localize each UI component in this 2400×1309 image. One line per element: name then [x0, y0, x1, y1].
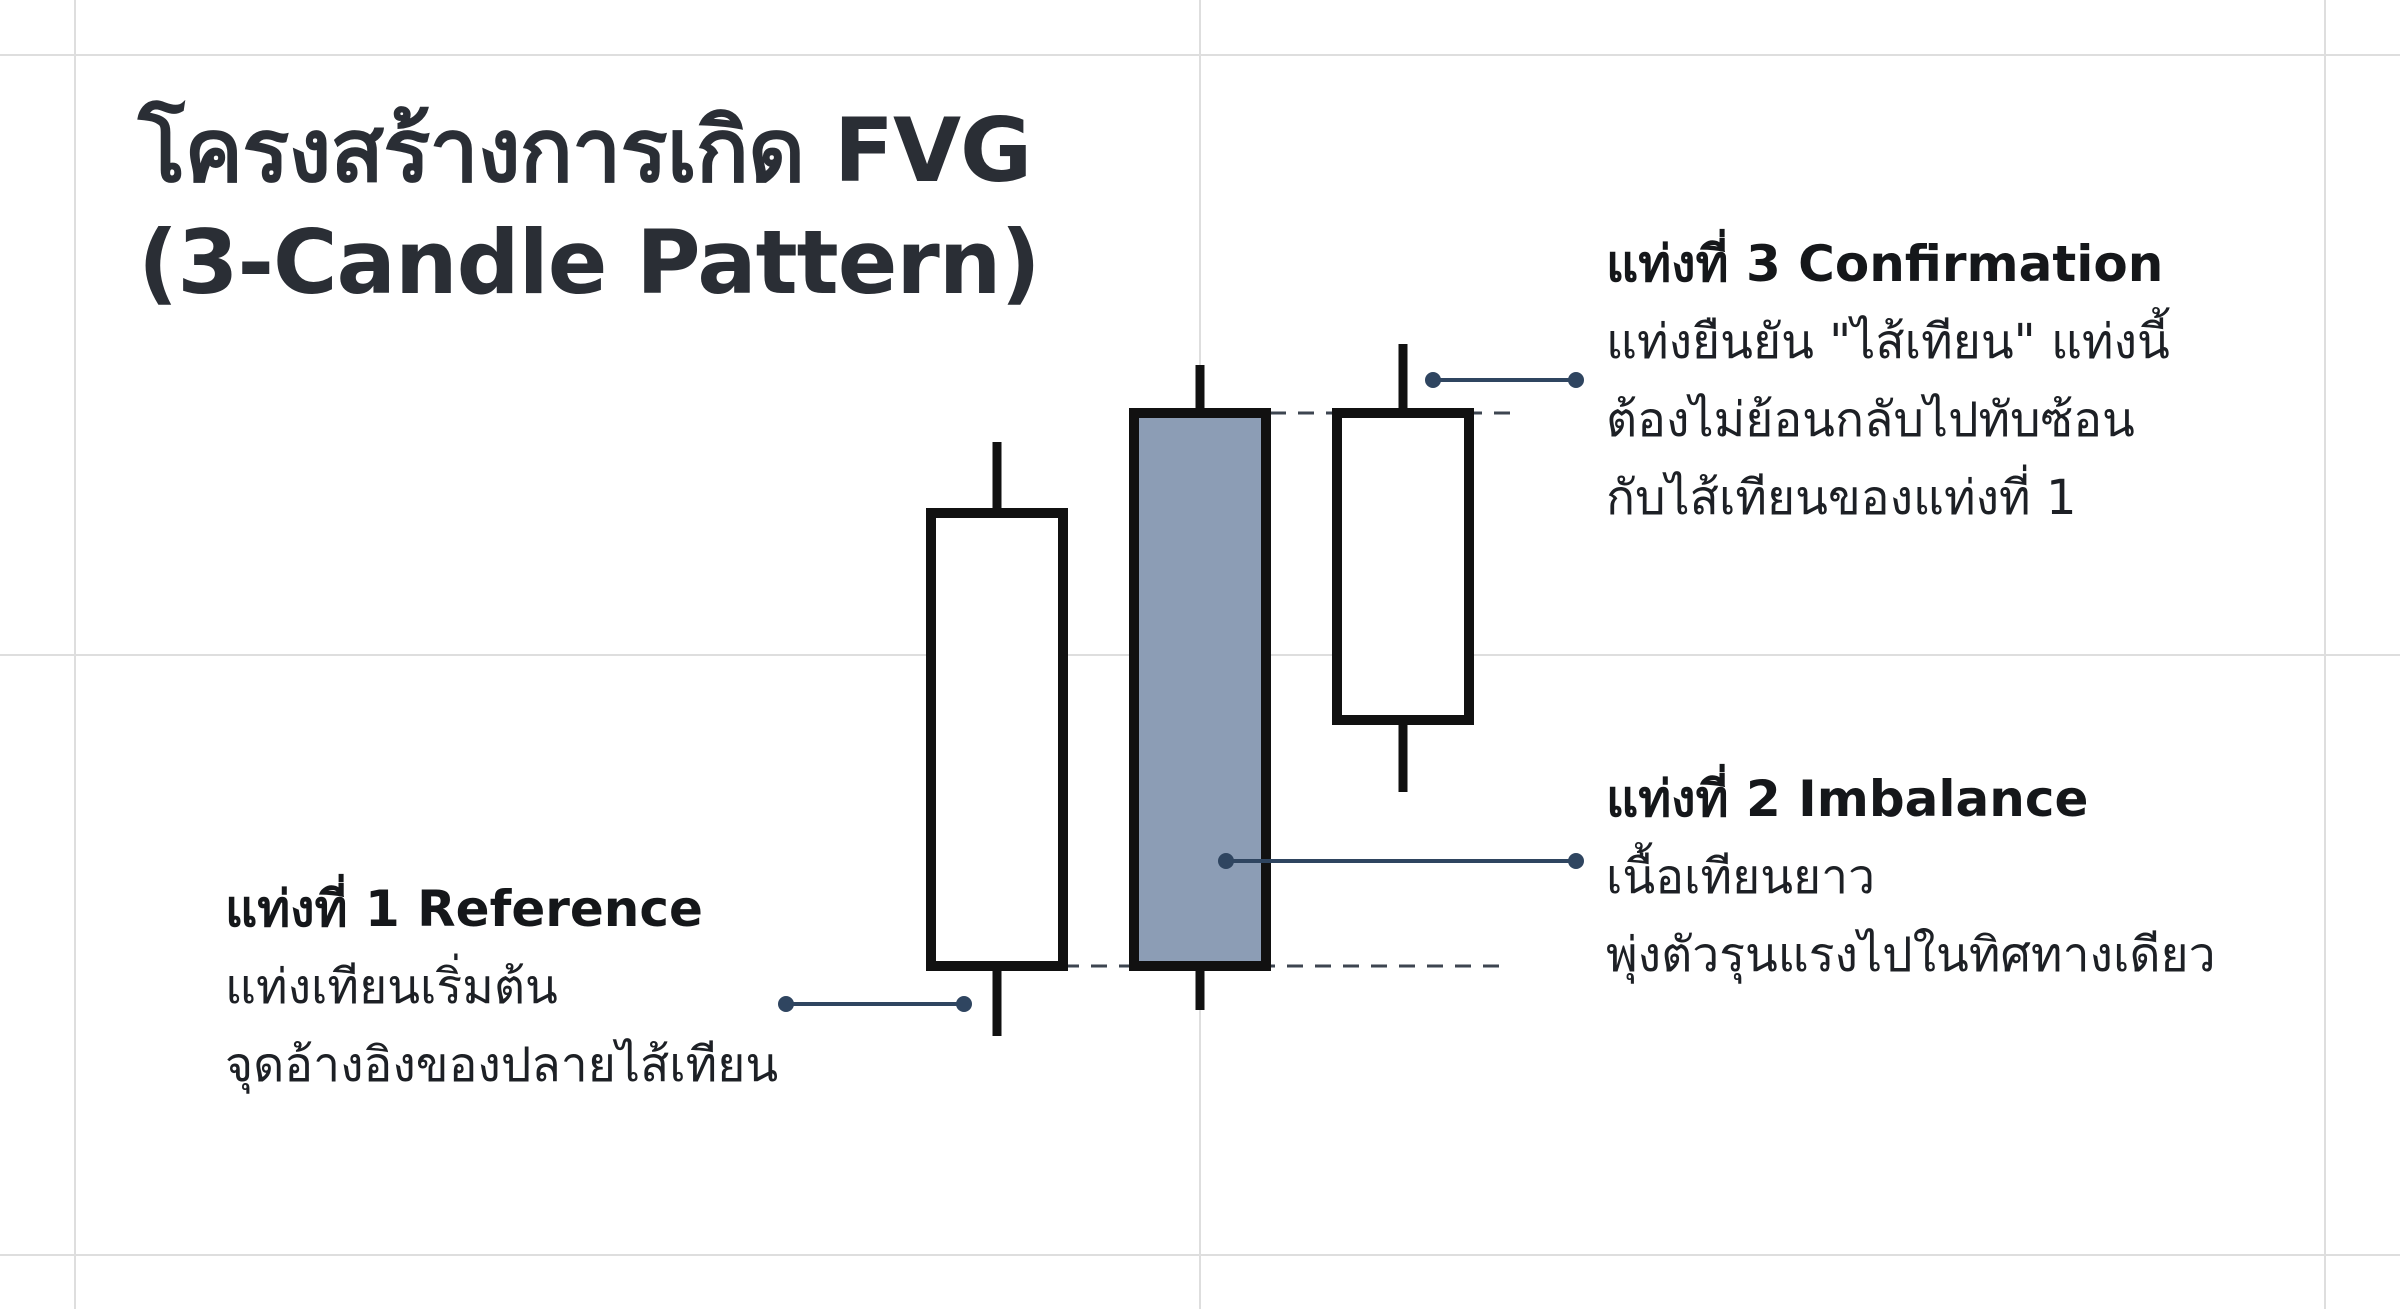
callout-2 [1218, 853, 1584, 869]
candle-1-body [926, 508, 1068, 971]
callout-2-dot-right [1568, 853, 1584, 869]
callout-1-dot-left [778, 996, 794, 1012]
title-line-1: โครงสร้างการเกิด FVG [138, 99, 1032, 202]
candle-3-desc-line: ต้องไม่ย้อนกลับไปทับซ้อน [1606, 392, 2135, 448]
candle-3-body [1332, 408, 1474, 725]
candle-1-label: แท่งที่ 1 Reference แท่งเทียนเริ่มต้น จุ… [225, 870, 778, 1104]
candle-2-label: แท่งที่ 2 Imbalance เนื้อเทียนยาว พุ่งตั… [1606, 760, 2216, 994]
candle-3-heading: แท่งที่ 3 Confirmation [1606, 235, 2164, 293]
candle-3-desc-line: แท่งยืนยัน "ไส้เทียน" แท่งนี้ [1606, 314, 2170, 370]
callout-1-dot-right [956, 996, 972, 1012]
candle-1-desc-line: แท่งเทียนเริ่มต้น [225, 959, 558, 1015]
callout-3-dot-right [1568, 372, 1584, 388]
callout-2-dot-left [1218, 853, 1234, 869]
candle-3-label: แท่งที่ 3 Confirmation แท่งยืนยัน "ไส้เท… [1606, 225, 2170, 537]
callout-1 [778, 996, 972, 1012]
candle-3 [1332, 344, 1474, 792]
candle-3-desc-line: กับไส้เทียนของแท่งที่ 1 [1606, 470, 2077, 526]
candle-2-desc-line: เนื้อเทียนยาว [1606, 849, 1876, 905]
candle-1-heading: แท่งที่ 1 Reference [225, 880, 703, 938]
diagram-title: โครงสร้างการเกิด FVG (3-Candle Pattern) [138, 95, 1041, 319]
callout-3-dot-left [1425, 372, 1441, 388]
candle-1-desc-line: จุดอ้างอิงของปลายไส้เทียน [225, 1037, 779, 1093]
candle-2 [1129, 365, 1271, 1010]
title-line-2: (3-Candle Pattern) [138, 211, 1041, 314]
candle-2-body [1129, 408, 1271, 971]
candle-2-heading: แท่งที่ 2 Imbalance [1606, 770, 2089, 828]
candle-1 [926, 442, 1068, 1036]
callout-3 [1425, 372, 1584, 388]
candle-2-desc-line: พุ่งตัวรุนแรงไปในทิศทางเดียว [1606, 927, 2216, 983]
